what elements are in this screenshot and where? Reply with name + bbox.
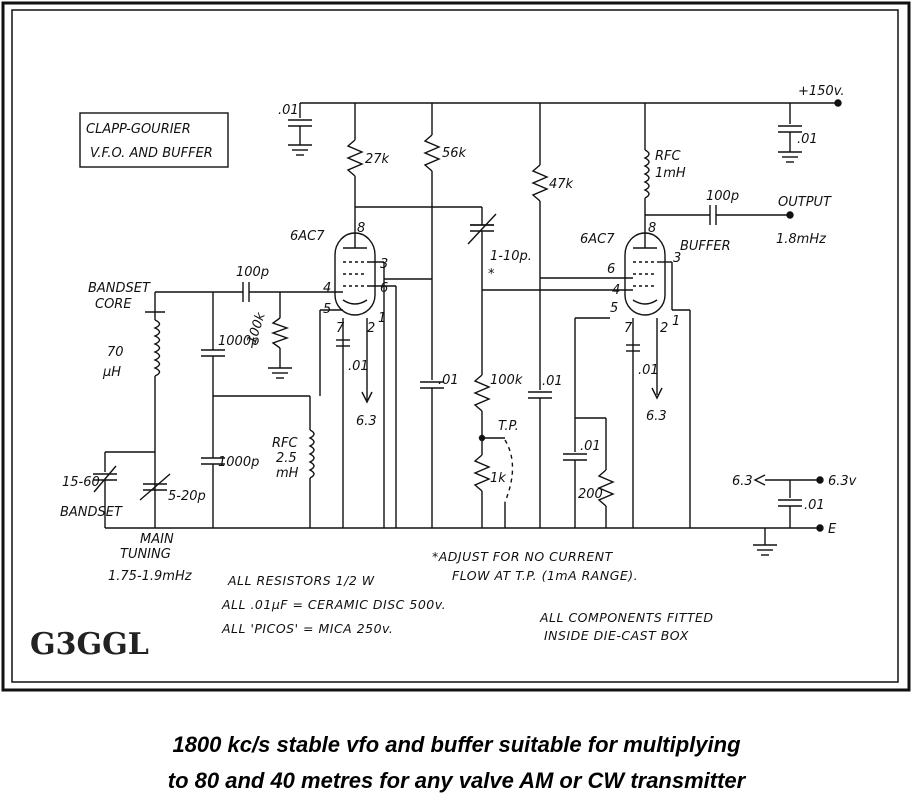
main-tuning-label-2: TUNING [120,547,171,562]
output-label: OUTPUT [778,195,832,210]
c-01-a-label: .01 [438,373,459,388]
r-100k-b-label: 100k [490,373,523,388]
heater-in-label: 6.3v [828,474,857,489]
osc-valve-type: 6AC7 [290,229,325,244]
note-picos: ALL 'PICOS' = MICA 250v. [221,621,393,636]
note-capacitors: ALL .01μF = CERAMIC DISC 500v. [221,597,446,612]
buf-pin-4: 4 [612,283,620,298]
c-top-right-label: .01 [797,132,818,147]
buf-pin-2: 2 [660,321,668,336]
labels: CLAPP-GOURIER V.F.O. AND BUFFER +150v. .… [30,84,857,662]
caption-line-2: to 80 and 40 metres for any valve AM or … [167,768,746,793]
var-main-label: 5-20p [168,489,206,504]
c-out-label: 100p [706,189,739,204]
coil-value: 70 [107,345,124,360]
bandset-label: BANDSET [60,505,123,520]
tp-label: T.P. [498,419,519,434]
trimmer-asterisk: * [488,267,495,282]
osc-pin-6: 6 [380,281,388,296]
rfc-buf-label: RFC [655,149,682,164]
note-box-2: INSIDE DIE-CAST BOX [544,628,689,643]
rfc-osc-label: RFC [272,436,299,451]
outer-border [1,1,911,692]
c-1000-a-label: 1000p [218,334,259,349]
osc-heater-label: 6.3 [356,414,377,429]
buf-valve-name: BUFFER [680,239,731,254]
trim-bandset-label: 15-60 [62,475,100,490]
rfc-osc-value: 2.5 [276,451,297,466]
c-1000-b-label: 1000p [218,455,259,470]
caption-line-1: 1800 kc/s stable vfo and buffer suitable… [172,732,741,757]
bandset-core-label-1: BANDSET [88,281,151,296]
r-200-label: 200 [578,487,603,502]
tuning-range: 1.75-1.9mHz [108,569,193,584]
c-01-osc-heater-label: .01 [348,359,369,374]
bandset-core-label-2: CORE [95,297,132,312]
osc-pin-4: 4 [323,281,331,296]
note-adjust-2: FLOW AT T.P. (1mA RANGE). [452,568,638,583]
c-01-buf-heater-label: .01 [638,363,659,378]
osc-pin-3: 3 [380,257,388,272]
note-box-1: ALL COMPONENTS FITTED [539,610,714,625]
output-freq: 1.8mHz [776,232,827,247]
title-line-2: V.F.O. AND BUFFER [90,146,213,161]
c-01-c-label: .01 [580,439,601,454]
hv-label: +150v. [798,84,844,99]
note-adjust-1: *ADJUST FOR NO CURRENT [432,549,614,564]
rfc-osc-unit: mH [276,466,299,481]
buf-heater-label: 6.3 [646,409,667,424]
rfc-buf-value: 1mH [655,166,686,181]
osc-pin-1: 1 [378,311,386,326]
r-27k-label: 27k [365,152,390,167]
osc-pin-7: 7 [336,321,345,336]
buf-pin-7: 7 [624,321,633,336]
r-56k-label: 56k [442,146,467,161]
buf-pin-1: 1 [672,314,680,329]
main-tuning-label-1: MAIN [140,532,174,547]
buf-pin-6: 6 [607,262,615,277]
c-top-left-label: .01 [278,103,299,118]
osc-pin-2: 2 [367,321,375,336]
inner-border [11,9,899,683]
buf-valve-type: 6AC7 [580,232,615,247]
title-line-1: CLAPP-GOURIER [86,122,191,137]
osc-pin-8: 8 [357,221,365,236]
callsign: G3GGL [30,627,149,662]
title-box [79,112,229,168]
r-1k-label: 1k [490,471,506,486]
buf-pin-3: 3 [673,251,681,266]
c-01-supply-label: .01 [804,498,825,513]
buf-pin-8: 8 [648,221,656,236]
buffer-valve [624,232,666,316]
r-47k-label: 47k [549,177,574,192]
coil-unit: μH [102,365,121,380]
buf-pin-5: 5 [610,301,618,316]
heater-out-label: 6.3 [732,474,753,489]
schematic [79,99,842,556]
osc-pin-5: 5 [323,302,331,317]
c-grid-label: 100p [236,265,269,280]
note-resistors: ALL RESISTORS 1/2 W [227,573,375,588]
c-01-b-label: .01 [542,374,563,389]
trimmer-label: 1-10p. [490,249,532,264]
r-grid-label: 100k [245,310,269,346]
earth-label: E [828,522,837,537]
